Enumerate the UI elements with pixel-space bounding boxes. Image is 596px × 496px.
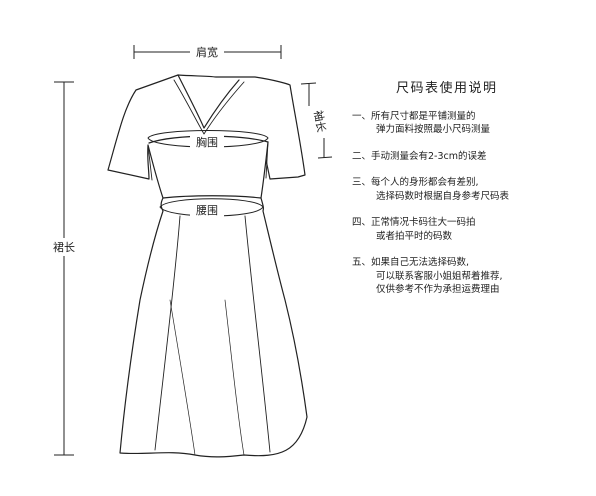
waist-line — [159, 198, 264, 217]
dress-outline — [107, 74, 308, 458]
neckline-inner — [173, 79, 245, 135]
note-line: 五、如果自己无法选择码数, — [352, 257, 470, 268]
note-line: 弹力面料按照最小尺码测量 — [376, 124, 491, 135]
skirt-fold — [169, 299, 196, 456]
skirt-fold — [154, 215, 181, 451]
note-line: 可以联系客服小姐姐帮着推荐, — [376, 270, 503, 282]
bust-line — [147, 130, 269, 148]
note-line: 或者拍平时的码数 — [376, 230, 453, 242]
waist-seam — [162, 195, 262, 199]
size-guide-panel: 尺码表使用说明 一、所有尺寸都是平铺测量的 弹力面料按照最小尺码测量 二、手动测… — [352, 82, 588, 310]
note-line: 四、正常情况卡码往大一码拍 — [352, 217, 476, 228]
size-guide-note-3: 三、每个人的身形都会有差别, 选择码数时根据自身参考尺码表 — [352, 176, 588, 203]
shoulder-width-label: 肩宽 — [196, 45, 218, 59]
note-line: 选择码数时根据自身参考尺码表 — [376, 190, 510, 202]
size-guide-note-4: 四、正常情况卡码往大一码拍 或者拍平时的码数 — [352, 216, 588, 243]
bust-label: 胸围 — [196, 135, 218, 149]
note-line: 一、所有尺寸都是平铺测量的 — [352, 110, 476, 122]
note-line: 三、每个人的身形都会有差别, — [352, 177, 479, 188]
size-guide-title: 尺码表使用说明 — [396, 81, 498, 96]
size-guide-note-5: 五、如果自己无法选择码数, 可以联系客服小姐姐帮着推荐, 仅供参考不作为承担运费… — [352, 256, 588, 297]
neckline — [177, 74, 240, 129]
skirt-fold — [244, 215, 271, 453]
sleeve-length-label: 袖长 — [311, 109, 329, 133]
skirt-length-label: 裙长 — [53, 241, 75, 254]
skirt-fold — [224, 299, 245, 456]
size-guide-note-1: 一、所有尺寸都是平铺测量的 弹力面料按照最小尺码测量 — [352, 110, 588, 137]
size-guide-note-2: 二、手动测量会有2-3cm的误差 — [352, 150, 588, 164]
note-line: 二、手动测量会有2-3cm的误差 — [352, 150, 487, 162]
waist-label: 腰围 — [196, 204, 218, 217]
note-line: 仅供参考不作为承担运费理由 — [376, 284, 500, 295]
